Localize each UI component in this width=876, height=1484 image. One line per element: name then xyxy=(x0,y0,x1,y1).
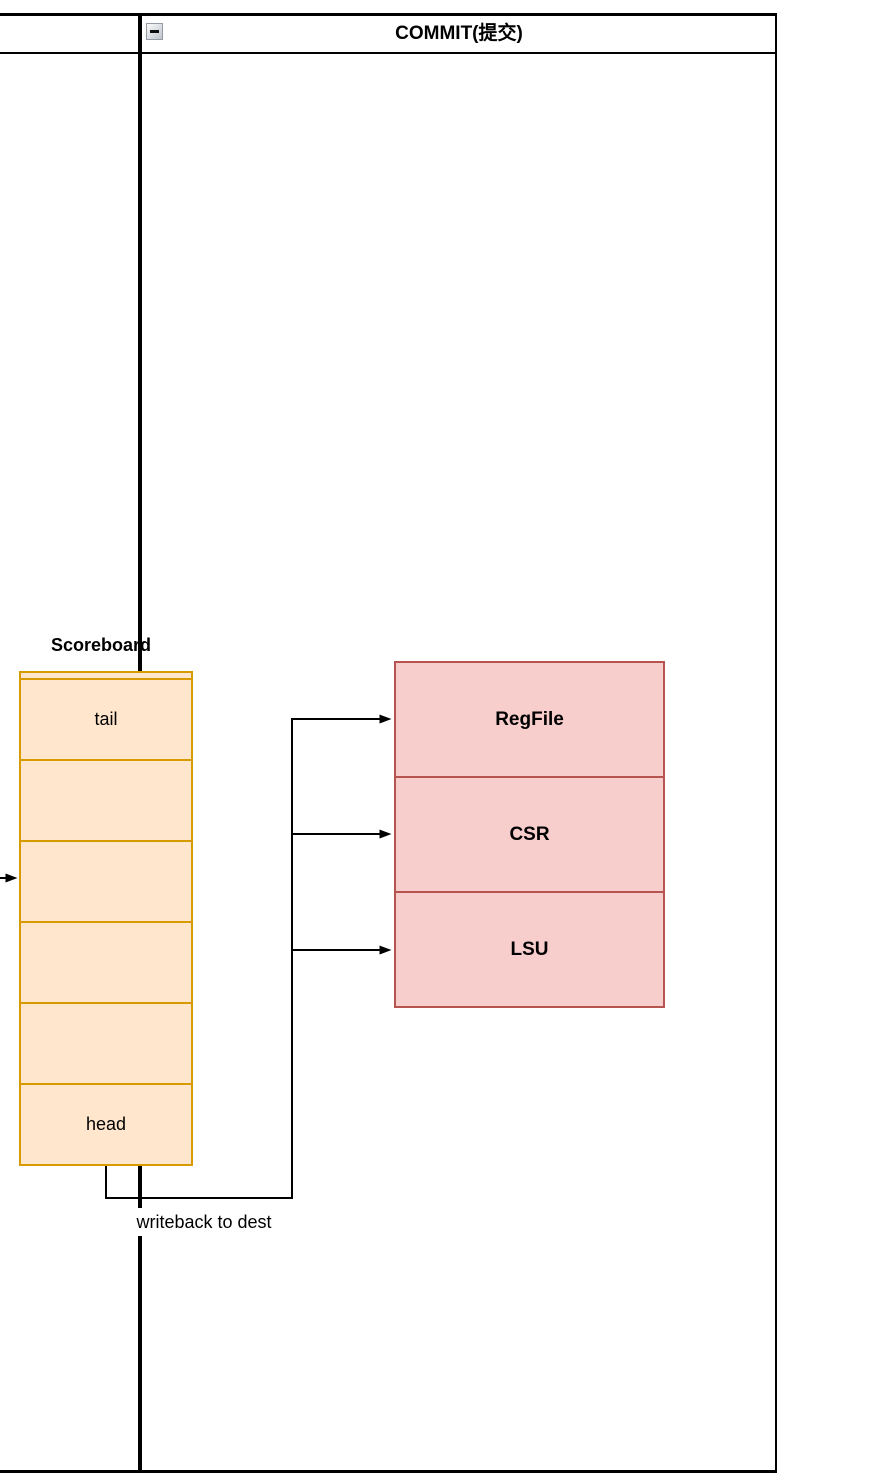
pool-top-border xyxy=(0,13,777,16)
pool-bottom-border xyxy=(0,1470,777,1473)
unit-lsu[interactable]: LSU xyxy=(396,891,663,1006)
scoreboard-cell-empty[interactable] xyxy=(21,921,191,1002)
minus-icon xyxy=(150,30,159,33)
scoreboard-cell-tail[interactable]: tail xyxy=(21,678,191,759)
scoreboard-cell-empty[interactable] xyxy=(21,759,191,840)
commit-units-stack[interactable]: RegFile CSR LSU xyxy=(394,661,665,1008)
writeback-edge-label: writeback to dest xyxy=(102,1208,306,1236)
writeback-edge-regfile[interactable] xyxy=(105,714,392,1199)
scoreboard-title: Scoreboard xyxy=(50,635,152,655)
scoreboard-queue[interactable]: tail head xyxy=(19,671,193,1166)
lane-header-separator xyxy=(0,52,777,54)
scoreboard-cell-empty[interactable] xyxy=(21,1002,191,1083)
scoreboard-cell-empty[interactable] xyxy=(21,840,191,921)
lane-collapse-button[interactable] xyxy=(146,23,163,40)
pool-right-border xyxy=(775,13,777,1473)
unit-csr[interactable]: CSR xyxy=(396,776,663,891)
scoreboard-cell-head[interactable]: head xyxy=(21,1083,191,1164)
lane-title: COMMIT(提交) xyxy=(395,23,523,44)
unit-regfile[interactable]: RegFile xyxy=(495,708,564,730)
